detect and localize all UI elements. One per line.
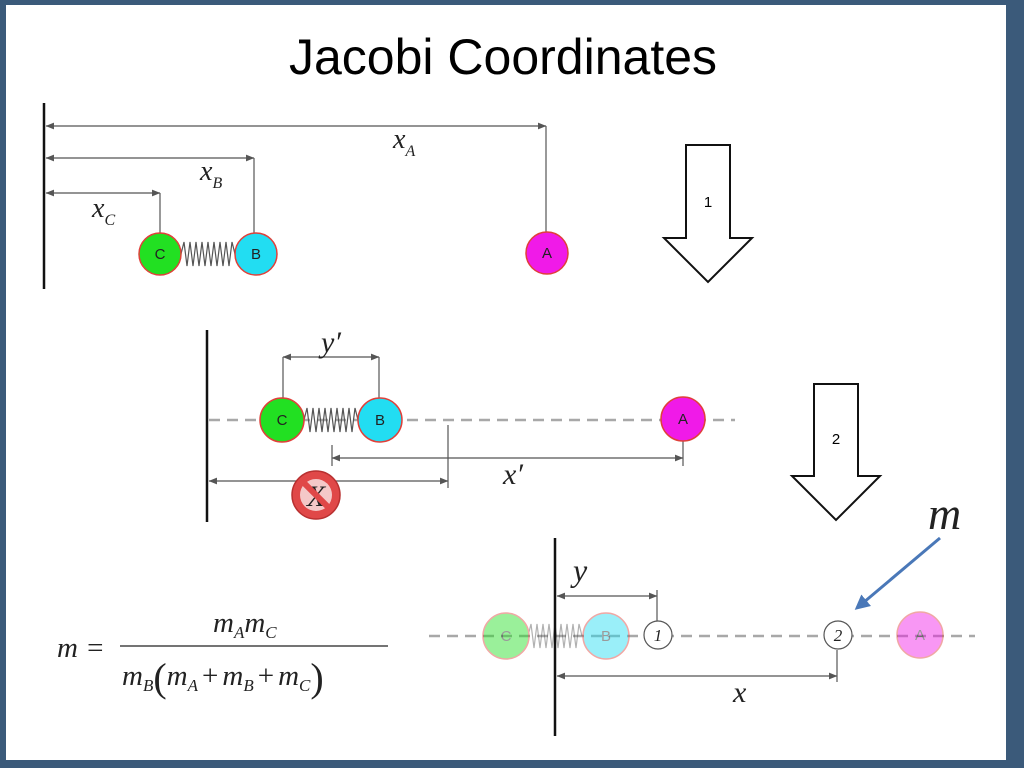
point-1	[643, 620, 673, 650]
spring-1	[180, 241, 236, 267]
ball-a-2	[660, 396, 706, 442]
formula-denominator: mB(mA+mB+mC)	[122, 655, 324, 700]
label-x-b: xB	[199, 156, 222, 192]
step-2-label: 2	[832, 431, 840, 448]
ball-b-1-label: B	[251, 246, 261, 263]
ball-b-1	[234, 232, 278, 276]
step-1-label: 1	[704, 194, 712, 211]
ball-c-2-label: C	[277, 412, 288, 429]
down-arrow-icon	[789, 383, 883, 522]
ball-a-1	[525, 231, 569, 275]
prohibit-icon: X	[291, 470, 341, 520]
label-y: y	[570, 552, 588, 588]
ball-b-2-label: B	[375, 412, 385, 429]
spring-2	[303, 407, 359, 433]
label-x-a: xA	[392, 124, 415, 160]
label-x-c: xC	[91, 193, 115, 229]
panel-1: xA xB xC C B A	[42, 103, 569, 289]
ball-c-1	[138, 232, 182, 276]
label-x: x	[732, 676, 747, 709]
point-1-label: 1	[654, 626, 663, 645]
formula-numerator: mAmC	[213, 607, 277, 642]
point-2	[823, 620, 853, 650]
ball-c-3-label: C	[501, 628, 512, 645]
ball-b-2	[357, 397, 403, 443]
step-arrow-1: 1	[661, 144, 755, 284]
ball-c-2	[259, 397, 305, 443]
ball-b-3-label: B	[601, 628, 611, 645]
page-title: Jacobi Coordinates	[288, 29, 718, 85]
label-y-prime: y′	[318, 326, 341, 359]
label-m: m	[928, 488, 961, 539]
formula-lhs: m =	[57, 632, 105, 664]
reduced-mass-formula: m = mAmC mB(mA+mB+mC)	[57, 607, 388, 700]
ball-c-3	[482, 612, 530, 660]
ball-a-3-label: A	[915, 627, 925, 644]
pointer-arrow-icon	[854, 536, 941, 610]
point-2-label: 2	[834, 626, 843, 645]
ball-c-1-label: C	[155, 246, 166, 263]
ball-a-3	[896, 611, 944, 659]
faded-bodies: C B A	[482, 611, 944, 660]
step-arrow-2: 2	[789, 383, 883, 522]
ball-a-2-label: A	[678, 411, 688, 428]
panel-2: y′ x′ C B A X	[205, 326, 735, 522]
ball-b-3	[582, 612, 630, 660]
panel-3: C B A 1 2 y x m	[429, 488, 975, 736]
ball-a-1-label: A	[542, 245, 552, 262]
label-x-prime: x′	[502, 458, 523, 491]
down-arrow-icon	[661, 144, 755, 284]
